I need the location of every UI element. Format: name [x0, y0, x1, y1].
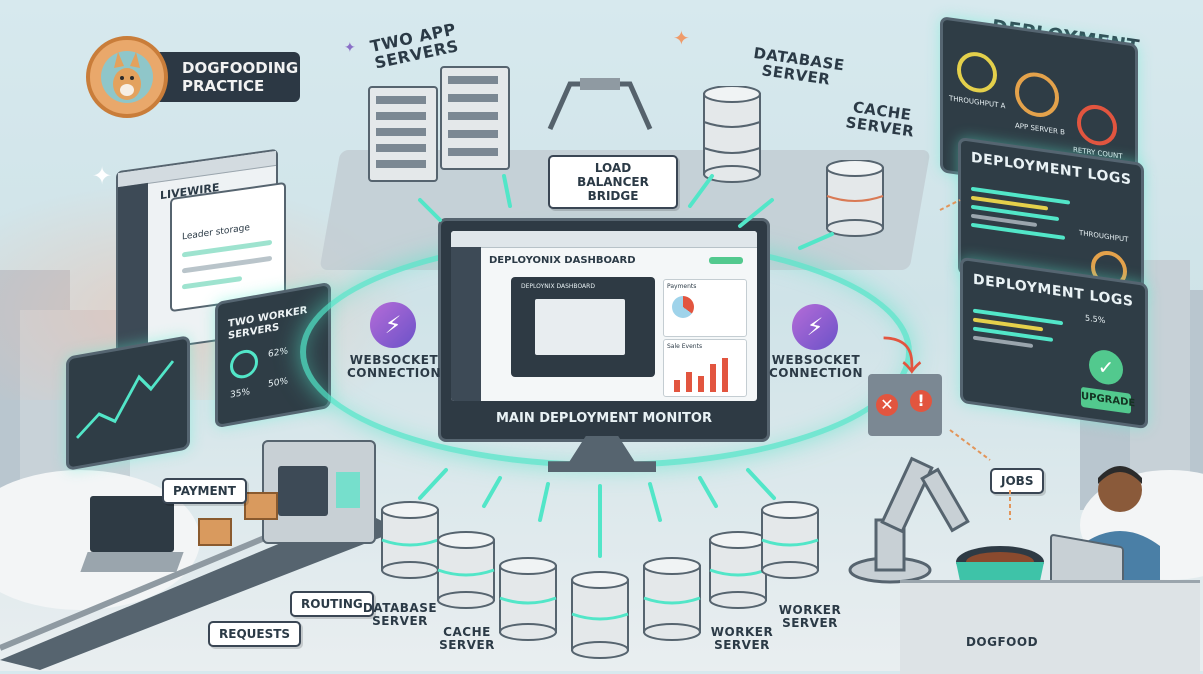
dogfooding-badge: DOGFOODING PRACTICE — [86, 36, 304, 118]
worker-cylinder — [761, 501, 819, 579]
payments-card: Payments — [663, 279, 747, 337]
desk — [900, 580, 1200, 674]
cache-cylinder-stack — [825, 159, 885, 244]
dogfood-label: DOGFOOD — [965, 635, 1039, 649]
worker-cylinder — [709, 531, 767, 609]
websocket-left-label: WEBSOCKET CONNECTION — [347, 353, 441, 380]
requests-label: REQUESTS — [208, 621, 302, 647]
app-server-rack — [440, 66, 510, 170]
sparkle-icon: ✦ — [344, 40, 356, 56]
bottom-server-cluster — [380, 500, 820, 670]
dog-avatar-icon — [86, 36, 168, 118]
routing-label: ROUTING — [290, 591, 374, 617]
warning-icon: ! — [910, 390, 932, 412]
worker-server-2-label: WORKER SERVER — [778, 603, 842, 630]
database-server-bottom-label: DATABASE SERVER — [362, 601, 438, 628]
worker-cylinder — [643, 557, 701, 641]
cache-cylinder — [437, 531, 495, 609]
payment-label: PAYMENT — [162, 478, 247, 504]
package-box — [198, 518, 232, 546]
dashboard-sidebar — [451, 247, 481, 401]
sparkle-icon: ✦ — [673, 26, 690, 50]
inner-monitor: DEPLOYNIX DASHBOARD — [511, 277, 655, 377]
inner-dashboard-title: DEPLOYNIX DASHBOARD — [521, 283, 595, 290]
main-monitor: DEPLOYONIX DASHBOARD DEPLOYNIX DASHBOARD… — [438, 218, 770, 442]
sales-card-label: Sale Events — [667, 343, 703, 350]
main-monitor-label: MAIN DEPLOYMENT MONITOR — [496, 411, 712, 426]
lightning-icon: ⚡ — [370, 302, 416, 348]
sparkle-icon: ✦ — [92, 162, 113, 190]
error-bin: ✕ ! — [868, 374, 942, 436]
monitor-screen: DEPLOYONIX DASHBOARD DEPLOYNIX DASHBOARD… — [451, 231, 757, 401]
payments-card-label: Payments — [667, 283, 697, 290]
lightning-icon: ⚡ — [792, 304, 838, 350]
dashboard-badge — [709, 257, 743, 264]
worker-server-1-label: WORKER SERVER — [710, 625, 774, 652]
gateway-machine — [262, 440, 376, 544]
robot-arm — [840, 440, 990, 590]
app-server-rack — [368, 86, 438, 182]
load-balancer-label: LOAD BALANCER BRIDGE — [548, 155, 678, 209]
package-box — [244, 492, 278, 520]
jobs-label: JOBS — [990, 468, 1045, 494]
database-cylinder — [571, 571, 629, 659]
close-icon: ✕ — [876, 394, 898, 416]
throughput-chart-panel — [66, 335, 190, 471]
pie-chart-icon — [672, 296, 694, 318]
bridge-structure — [540, 74, 660, 134]
badge-title: DOGFOODING PRACTICE — [182, 59, 299, 95]
websocket-right-label: WEBSOCKET CONNECTION — [769, 353, 863, 380]
database-cylinder — [499, 557, 557, 641]
cache-server-bottom-label: CACHE SERVER — [439, 625, 495, 652]
dashboard-title: DEPLOYONIX DASHBOARD — [489, 255, 636, 266]
laptop — [80, 496, 184, 582]
sales-card: Sale Events — [663, 339, 747, 397]
database-cylinder-stack — [702, 85, 762, 190]
arrow-down-icon: ⤵ — [882, 334, 922, 380]
